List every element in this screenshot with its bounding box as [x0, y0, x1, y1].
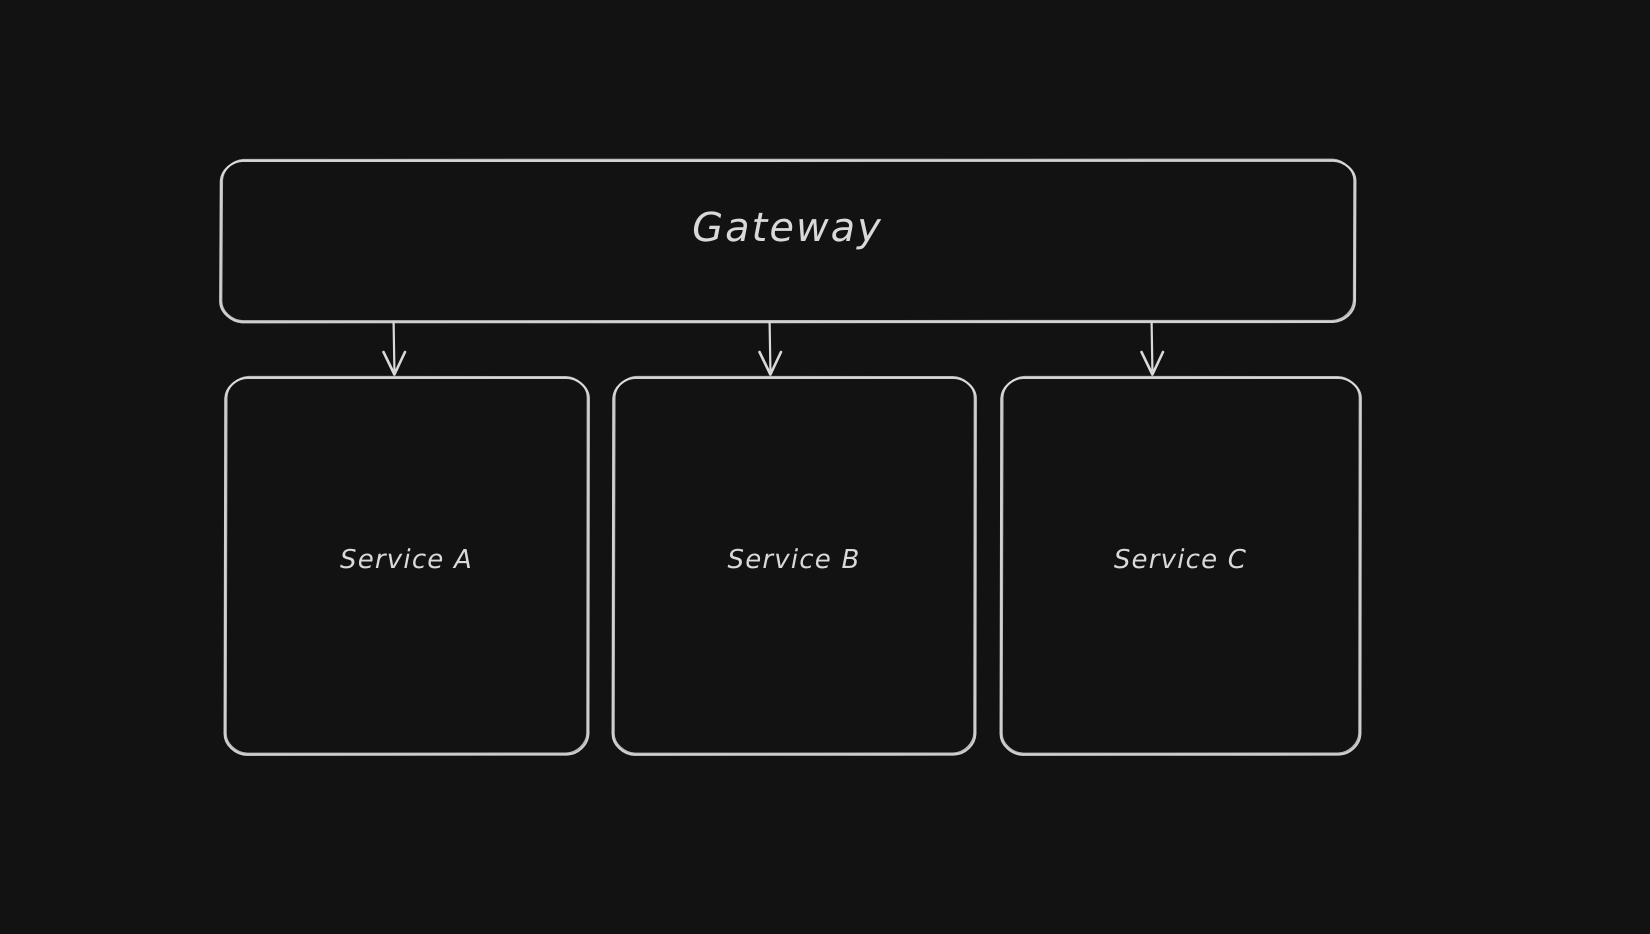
edge-gateway-service-b-arrowhead	[758, 350, 783, 376]
edge-gateway-service-b[interactable]	[758, 320, 783, 376]
node-service-c-outline-pass1	[999, 376, 1362, 756]
edge-gateway-service-c[interactable]	[1140, 320, 1165, 376]
node-gateway-outline-pass2	[220, 158, 1355, 322]
node-service-c-outline-pass2	[1001, 375, 1361, 755]
node-service-a[interactable]	[223, 375, 590, 756]
node-gateway[interactable]	[219, 158, 1357, 324]
node-gateway-outline-pass1	[219, 159, 1357, 324]
node-service-b-outline-pass2	[613, 375, 976, 755]
node-service-b-outline-pass1	[611, 376, 977, 756]
edge-gateway-service-a[interactable]	[382, 320, 407, 376]
edge-gateway-service-c-line	[1150, 320, 1154, 372]
node-service-c[interactable]	[999, 375, 1362, 756]
edge-gateway-service-c-arrowhead	[1140, 350, 1165, 376]
edge-gateway-service-b-line	[768, 320, 772, 372]
edge-gateway-service-a-arrowhead	[382, 350, 407, 376]
edge-gateway-service-a-line	[392, 320, 396, 372]
node-service-a-outline-pass1	[223, 376, 590, 756]
node-service-b[interactable]	[611, 375, 977, 756]
node-service-a-outline-pass2	[225, 375, 589, 755]
